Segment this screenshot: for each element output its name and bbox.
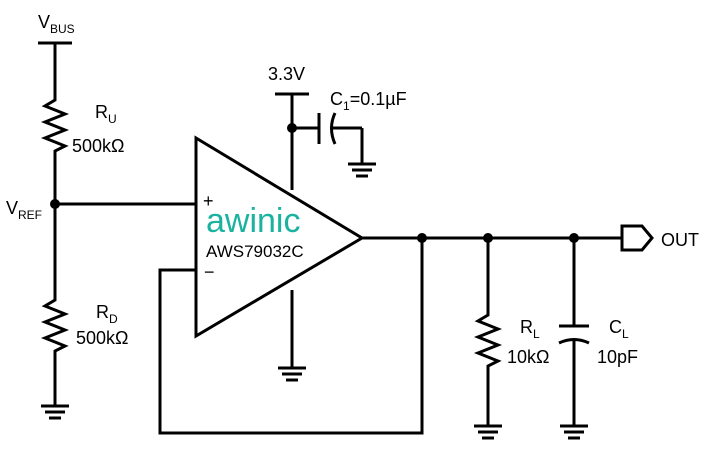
vbus-label: VBUS [38, 12, 75, 36]
resistor-rd [40, 295, 70, 360]
ground-cl [560, 424, 588, 440]
vref-label: VREF [6, 198, 42, 222]
ru-name: RU [95, 102, 117, 126]
vdd-rail [275, 92, 309, 190]
cl-name: CL [609, 317, 629, 341]
rl-name: RL [520, 317, 540, 341]
opamp-minus-pin: − [204, 262, 215, 282]
resistor-rl [473, 238, 503, 426]
vbus-rail [38, 41, 72, 95]
resistor-ru [40, 95, 70, 160]
ground-opamp [278, 290, 306, 382]
capacitor-c1 [292, 112, 364, 164]
output-port-icon [620, 224, 654, 252]
ground-c1 [348, 162, 376, 178]
c1-label: C1=0.1µF [330, 89, 407, 113]
output-label: OUT [661, 230, 699, 250]
opamp-part-number: AWS79032C [206, 242, 304, 261]
ground-rd [41, 360, 69, 420]
opamp-plus-pin: + [203, 191, 214, 211]
ground-rl [474, 424, 502, 440]
cl-value: 10pF [597, 347, 638, 367]
awinic-logo: awinic [206, 202, 300, 240]
ru-value: 500kΩ [72, 136, 125, 156]
capacitor-cl [558, 238, 590, 426]
opamp-triangle [194, 135, 365, 339]
rl-value: 10kΩ [507, 347, 549, 367]
rd-value: 500kΩ [76, 328, 129, 348]
output-junction-feedback [417, 233, 427, 243]
rd-name: RD [96, 302, 118, 326]
feedback-wire [158, 238, 424, 435]
vdd-label: 3.3V [268, 64, 305, 84]
